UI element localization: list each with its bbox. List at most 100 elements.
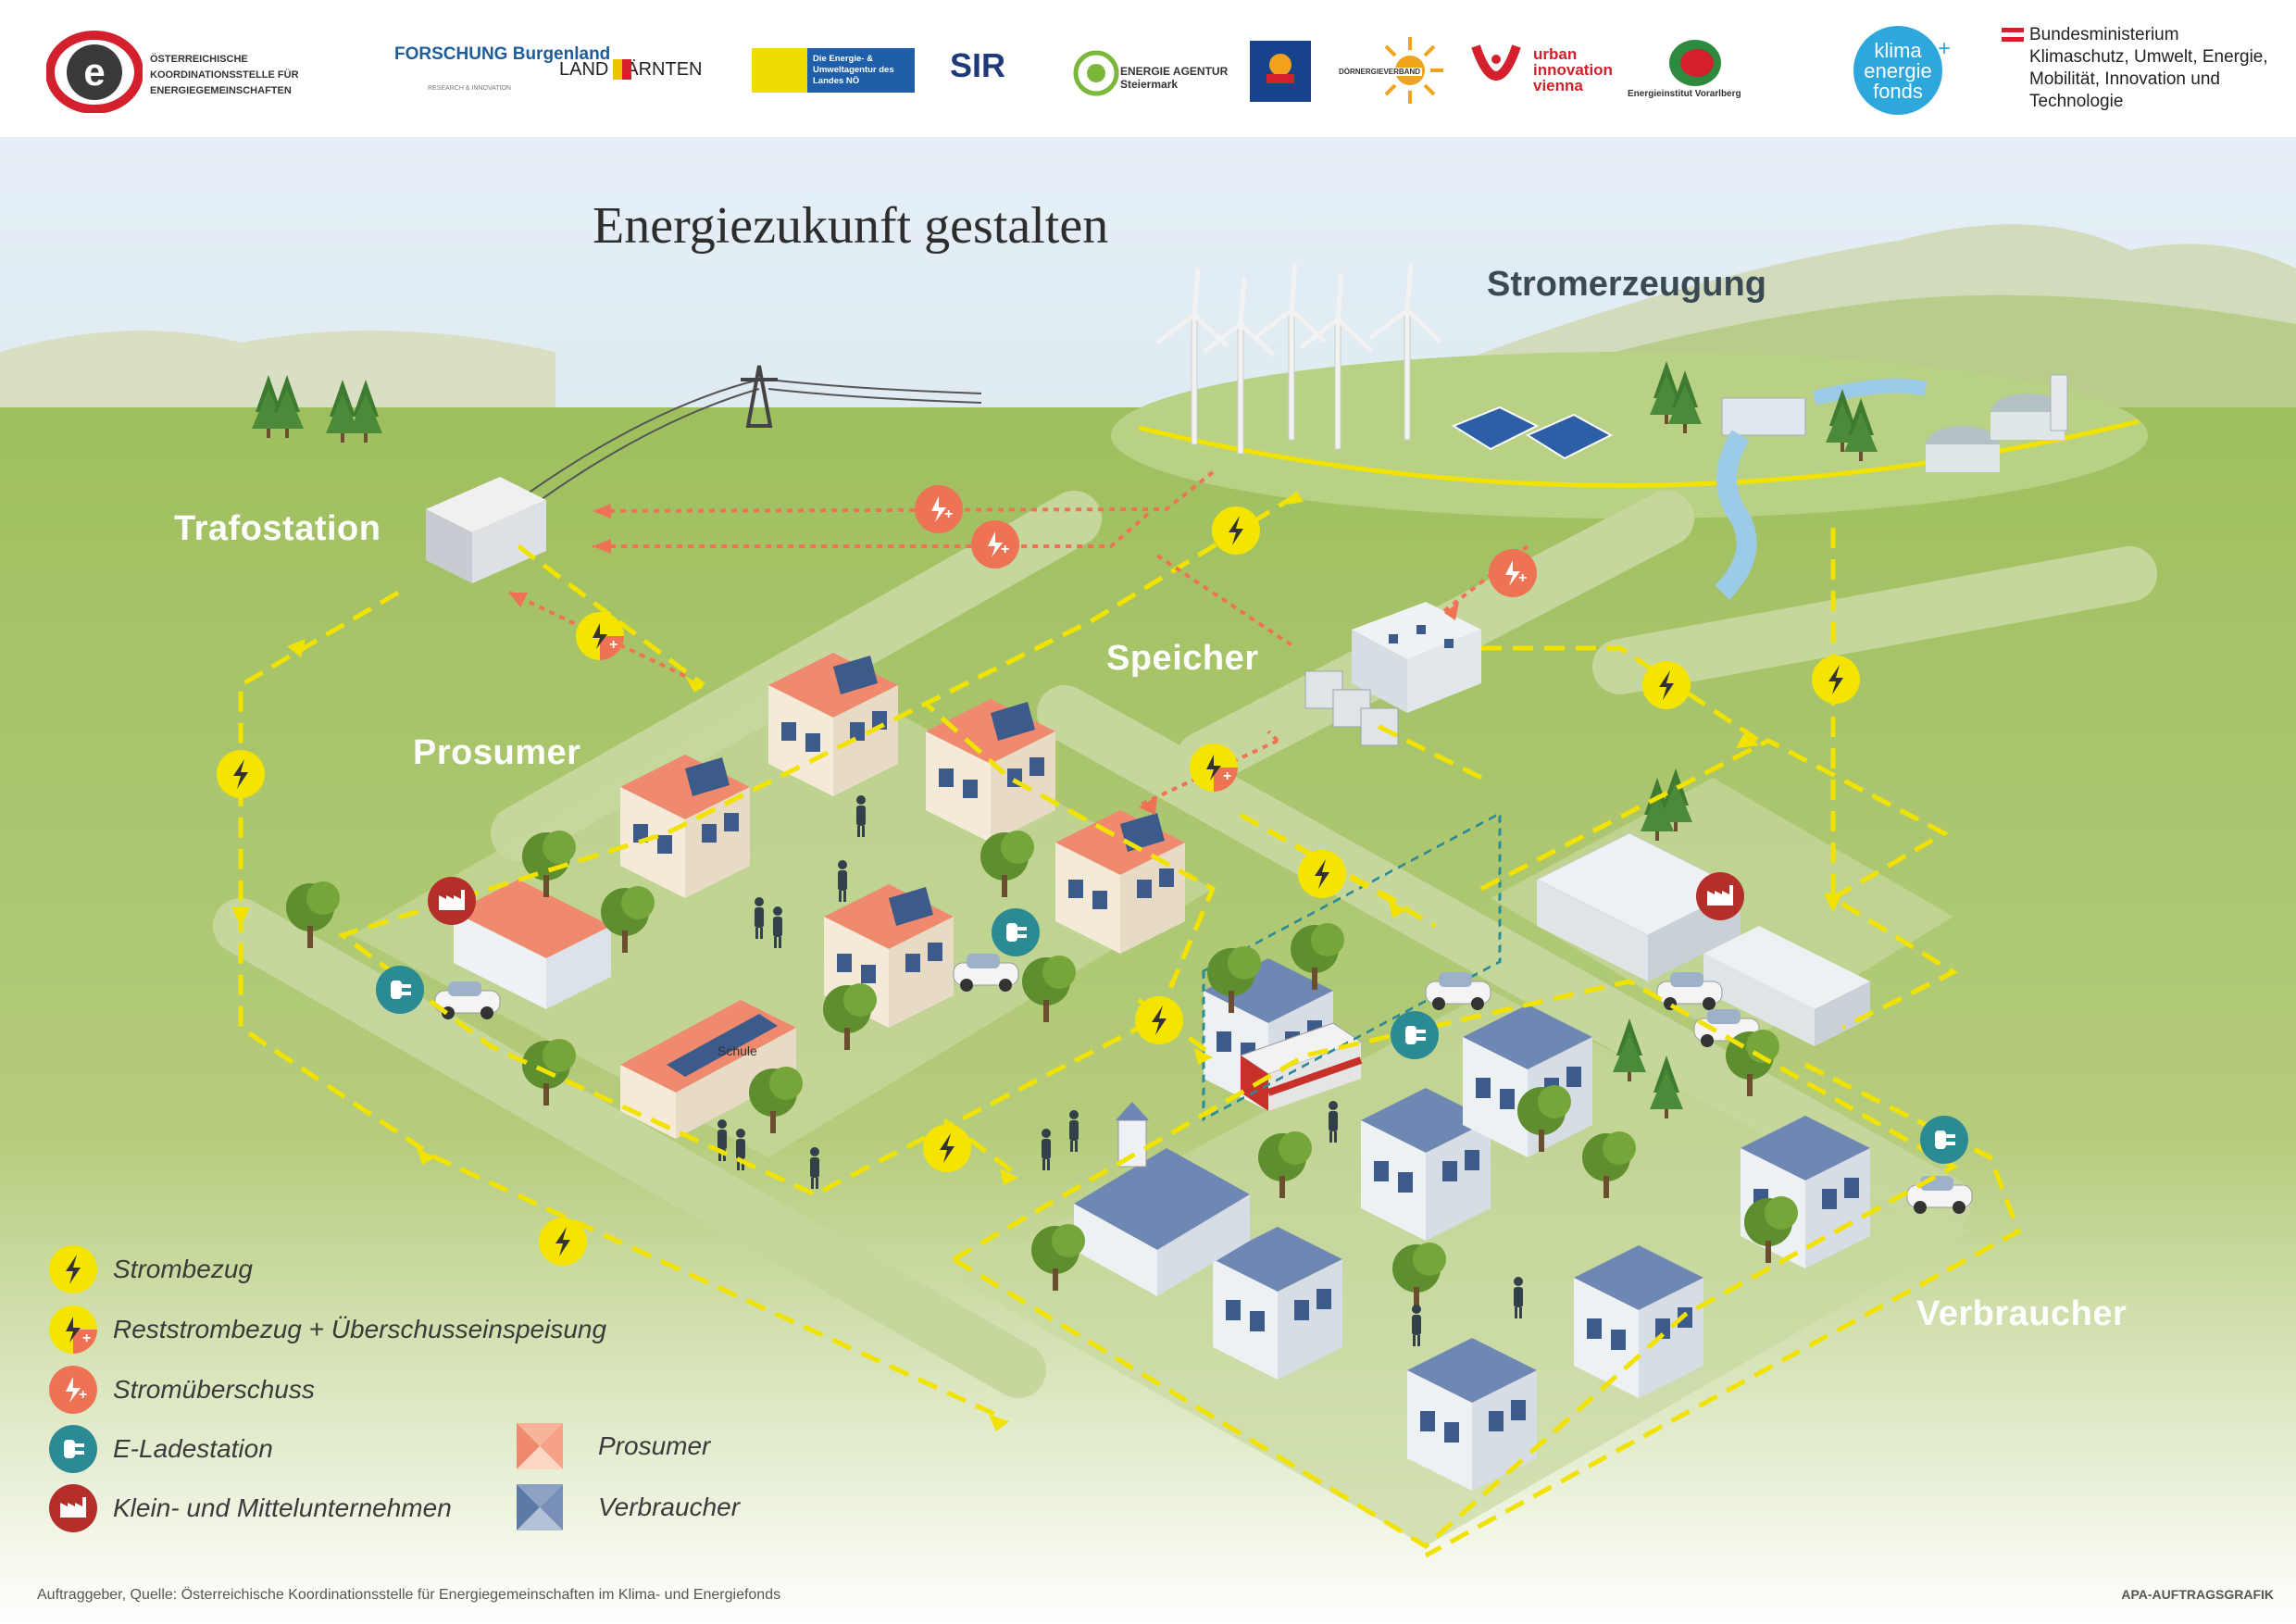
credit-label: APA-AUFTRAGSGRAFIK	[2121, 1587, 2274, 1602]
lightning-plus-icon: +	[49, 1305, 97, 1354]
ueberschuss-marker-icons: + + +	[915, 485, 1537, 597]
charging-plug-icon	[1391, 1011, 1439, 1059]
strombezug-marker-icons	[217, 506, 1860, 1266]
energy-community-diagram: Schule	[0, 137, 2296, 1624]
lightning-plus-orange-icon: +	[1489, 549, 1537, 597]
kmu-marker-icons	[428, 872, 1744, 925]
svg-text:+: +	[82, 1330, 91, 1346]
power-pylon-icon	[741, 365, 778, 428]
legend-label: Strombezug	[113, 1255, 253, 1283]
legend-item-reststrombezug: + Reststrombezug + Überschusseinspeisung	[48, 1304, 606, 1355]
school-label: Schule	[718, 1043, 757, 1058]
lightning-icon	[1212, 506, 1260, 555]
svg-text:e: e	[83, 50, 105, 94]
label-speicher: Speicher	[1106, 639, 1259, 678]
bmk-logo: Bundesministerium Klimaschutz, Umwelt, E…	[2029, 25, 2268, 111]
biogas-plant-icon	[1926, 374, 2068, 472]
svg-text:+: +	[1001, 542, 1009, 557]
lightning-icon	[1298, 850, 1346, 898]
svg-text:energie: energie	[1864, 59, 1931, 82]
kaernten-coat-icon	[613, 59, 631, 80]
legend-label: Stromüberschuss	[113, 1375, 315, 1404]
koordinationsstelle-logo-icon: e	[46, 31, 143, 113]
legend-item-stromueberschuss: + Stromüberschuss	[48, 1364, 315, 1416]
urban-innovation-logo: urban innovation vienna	[1533, 45, 1613, 94]
koordinationsstelle-logo-text: ÖSTERREICHISCHE KOORDINATIONSSTELLE FÜR …	[150, 54, 299, 96]
lightning-icon	[923, 1124, 971, 1172]
storage-building-icon	[1304, 602, 1481, 746]
energie-agentur-icon	[1073, 50, 1119, 96]
austria-flag-icon	[2002, 28, 2024, 42]
factory-icon	[1696, 872, 1744, 920]
factory-icon	[49, 1484, 97, 1532]
klima-energiefonds-icon: klima energie fonds +	[1853, 26, 1951, 115]
ladestation-marker-icons	[376, 908, 1968, 1164]
kmu-building-prosumer-icon	[454, 880, 611, 1009]
rest-plus-marker-icons: + +	[576, 612, 1238, 792]
lightning-icon	[217, 750, 265, 798]
verbraucher-house-icon	[1574, 1245, 1703, 1398]
legend-type-verbraucher: Verbraucher	[515, 1481, 740, 1533]
legend-label: Verbraucher	[598, 1493, 741, 1521]
logo-bar: e ÖSTERREICHISCHE KOORDINATIONSSTELLE FÜ…	[0, 0, 2296, 137]
charging-plug-icon	[1920, 1116, 1968, 1164]
svg-text:+: +	[1223, 768, 1231, 784]
tirol-sun-icon	[1267, 54, 1294, 83]
energie-tirol-logo	[1250, 41, 1311, 102]
label-trafostation: Trafostation	[174, 509, 381, 548]
energie-agentur-logo: ENERGIE AGENTUR Steiermark	[1120, 65, 1229, 91]
svg-text:+: +	[79, 1387, 87, 1403]
school-building-icon	[620, 1000, 796, 1139]
svg-text:+: +	[944, 506, 953, 522]
legend-label: Prosumer	[598, 1431, 711, 1460]
svg-text:+: +	[1938, 36, 1951, 61]
svg-text:fonds: fonds	[1873, 80, 1923, 103]
lightning-plus-orange-icon: +	[49, 1366, 97, 1414]
diagram-title: Energiezukunft gestalten	[593, 197, 1109, 255]
legend-item-strombezug: Strombezug	[48, 1243, 253, 1295]
scene-illustration: Schule	[0, 137, 2296, 1624]
label-stromerzeugung: Stromerzeugung	[1487, 265, 1766, 304]
verbraucher-swatch	[517, 1484, 563, 1530]
lightning-plus-icon: +	[1190, 743, 1238, 792]
source-footer: Auftraggeber, Quelle: Österreichische Ko…	[37, 1587, 781, 1603]
factory-icon	[428, 877, 476, 925]
legend-label: Reststrombezug + Überschusseinspeisung	[113, 1315, 607, 1343]
factory-hall-icon	[1535, 832, 1870, 1046]
charging-plug-icon	[992, 908, 1040, 956]
lightning-icon	[49, 1245, 97, 1293]
urban-innovation-icon	[1471, 44, 1521, 81]
hydro-dam-icon	[1715, 378, 1928, 600]
svg-text:klima: klima	[1874, 39, 1922, 62]
charging-plug-icon	[49, 1425, 97, 1473]
legend-item-e-ladestation: E-Ladestation	[48, 1423, 273, 1475]
svg-text:+: +	[1518, 570, 1527, 586]
lightning-icon	[1812, 656, 1860, 704]
oekoenergie-logo: DÖRNERGIEVERBAND	[1337, 68, 1423, 76]
solar-field-icon	[1451, 406, 1614, 460]
lightning-plus-icon: +	[576, 612, 624, 660]
oekoenergie-sun-icon	[1377, 37, 1443, 104]
label-verbraucher: Verbraucher	[1916, 1294, 2128, 1333]
lightning-plus-orange-icon: +	[971, 520, 1019, 568]
lightning-icon	[539, 1218, 587, 1266]
legend-label: E-Ladestation	[113, 1434, 273, 1463]
trafostation-building-icon	[426, 477, 546, 583]
verbraucher-house-icon	[1407, 1338, 1537, 1491]
legend-label: Klein- und Mittelunternehmen	[113, 1493, 452, 1522]
legend-type-prosumer: Prosumer	[515, 1420, 710, 1472]
prosumer-swatch	[517, 1423, 563, 1469]
label-prosumer: Prosumer	[413, 733, 581, 772]
forschung-burgenland-logo: FORSCHUNG Burgenland	[394, 44, 611, 64]
forschung-burgenland-subtext: RESEARCH & INNOVATION	[428, 85, 511, 92]
town-hall-icon	[1074, 1102, 1250, 1296]
lightning-icon	[1642, 661, 1691, 709]
verbraucher-house-icon	[1741, 1116, 1870, 1268]
verbraucher-house-icon	[1463, 1005, 1592, 1157]
sir-logo: SIR	[950, 46, 1006, 84]
lightning-plus-orange-icon: +	[915, 485, 963, 533]
enu-logo: Die Energie- & Umweltagentur des Landes …	[752, 48, 915, 93]
lightning-icon	[1135, 996, 1183, 1044]
charging-plug-icon	[376, 966, 424, 1014]
svg-text:+: +	[609, 637, 618, 653]
